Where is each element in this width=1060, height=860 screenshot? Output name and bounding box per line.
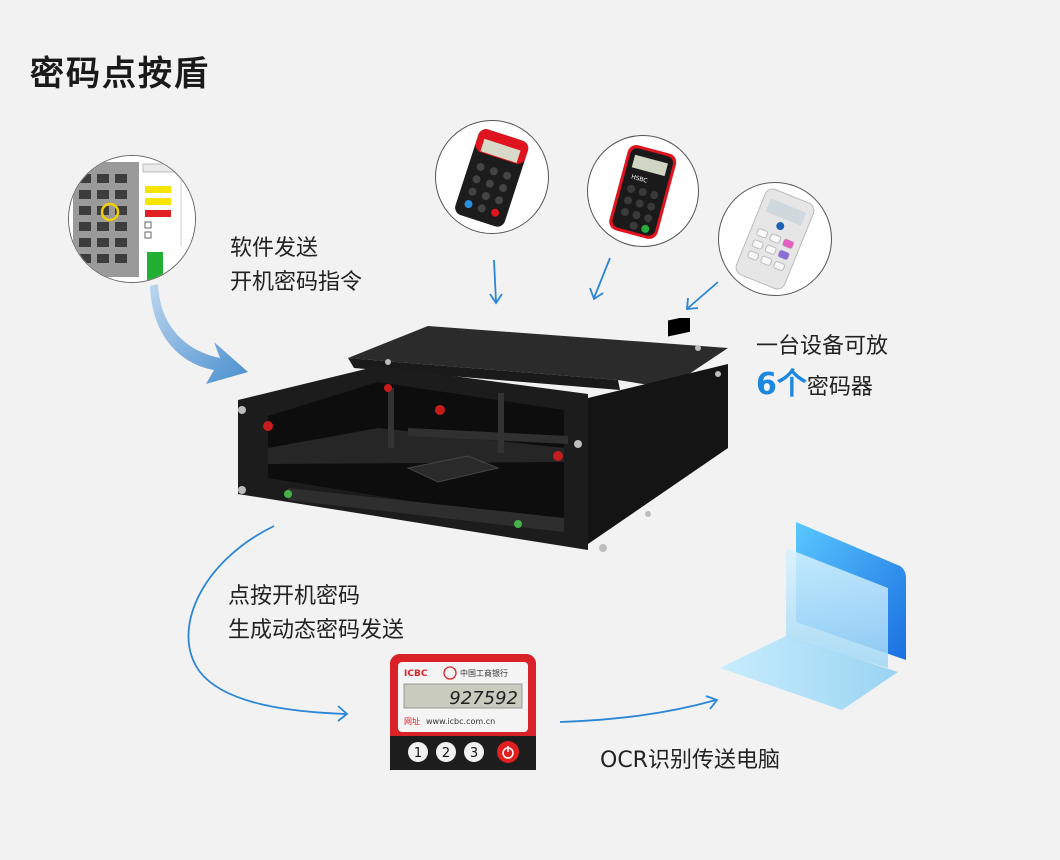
- page-title: 密码点按盾: [30, 54, 210, 94]
- press-machine-image: [238, 318, 728, 552]
- press-caption: 点按开机密码 生成动态密码发送: [228, 580, 404, 648]
- arrow-icon: [150, 284, 248, 384]
- capacity-caption: 一台设备可放 6个密码器: [756, 328, 888, 407]
- laptop-icon: [720, 522, 906, 710]
- curve-arrow-icon: [187, 525, 349, 722]
- capacity-suffix: 密码器: [806, 375, 873, 400]
- token-device-icon: [435, 120, 549, 234]
- token-key-1: 1: [414, 746, 422, 761]
- capacity-number: 6个: [756, 367, 807, 402]
- hsbc-token-icon: HSBC: [587, 135, 699, 247]
- capacity-caption-line1: 一台设备可放: [756, 334, 889, 359]
- software-caption-line1: 软件发送: [230, 236, 319, 261]
- software-caption: 软件发送 开机密码指令: [230, 232, 362, 300]
- down-arrows-icon: [489, 257, 719, 310]
- hsbc-brand-label: HSBC: [630, 174, 648, 185]
- press-caption-line2: 生成动态密码发送: [228, 618, 405, 643]
- ocr-caption: OCR识别传送电脑: [600, 748, 780, 773]
- token-brand: ICBC: [404, 669, 428, 679]
- token-url-label: 网址: [404, 716, 420, 726]
- press-caption-line1: 点按开机密码: [228, 584, 361, 609]
- icbc-token: ICBC 中国工商银行 927592 网址 www.icbc.com.cn 1 …: [390, 654, 536, 770]
- white-token-icon: [718, 182, 832, 296]
- token-code: 927592: [449, 688, 518, 709]
- software-caption-line2: 开机密码指令: [230, 270, 363, 295]
- token-bank-name: 中国工商银行: [460, 668, 508, 678]
- to-laptop-arrow-icon: [559, 695, 719, 723]
- token-key-2: 2: [442, 746, 450, 761]
- token-url: www.icbc.com.cn: [426, 717, 495, 726]
- token-key-3: 3: [470, 746, 478, 761]
- software-screen-icon: [68, 155, 196, 283]
